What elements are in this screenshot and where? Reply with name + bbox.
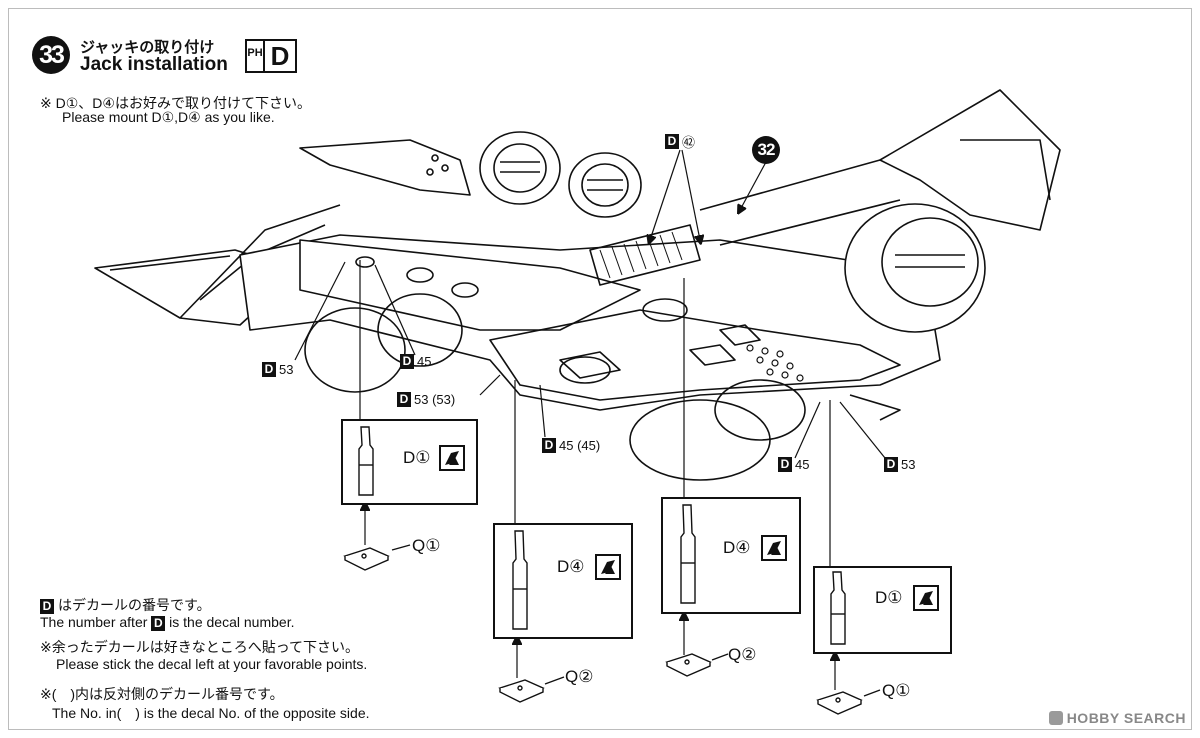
leftover-note-jp: ※余ったデカールは好きなところへ貼って下さい。 <box>40 639 360 655</box>
optional-note-jp: ※ D①、D④はお好みで取り付けて下さい。 <box>40 95 311 111</box>
watermark: HOBBY SEARCH <box>1048 710 1186 726</box>
callout-label: D④ <box>557 557 585 576</box>
step-title-jp: ジャッキの取り付け <box>80 39 215 56</box>
decal-sticker-icon <box>595 554 621 580</box>
callout-box-d4-right: D④ <box>661 497 801 614</box>
jack-part-drawing <box>680 504 696 604</box>
opposite-note-jp: ※( )内は反対側のデカール番号です。 <box>40 686 284 702</box>
watermark-logo-icon <box>1048 711 1063 725</box>
part-label-q2-left: Q② <box>565 667 594 686</box>
decal-sticker-icon <box>913 585 939 611</box>
opposite-note-en: The No. in( ) is the decal No. of the op… <box>52 705 370 721</box>
part-label-q1-left: Q① <box>412 536 441 555</box>
ph-label: PH <box>245 39 265 73</box>
jack-part-drawing <box>830 571 846 645</box>
part-label-q1-right: Q① <box>882 681 911 700</box>
callout-box-d1-left: D① <box>341 419 478 505</box>
jack-part-drawing <box>512 530 528 630</box>
callout-box-d4-left: D④ <box>493 523 633 639</box>
decal-sticker-icon <box>761 535 787 561</box>
step-number-badge: 33 <box>32 36 70 74</box>
callout-label: D④ <box>723 538 751 557</box>
optional-note-en: Please mount D①,D④ as you like. <box>62 109 275 125</box>
jack-part-drawing <box>358 426 374 496</box>
part-label-q2-right: Q② <box>728 645 757 664</box>
callout-label: D① <box>875 588 903 607</box>
d-label: D <box>265 39 297 73</box>
decal-note-en: The number after D is the decal number. <box>40 614 295 631</box>
page-frame <box>8 8 1192 730</box>
callout-box-d1-right: D① <box>813 566 952 654</box>
callout-label: D① <box>403 448 431 467</box>
decal-sticker-icon <box>439 445 465 471</box>
ref-step-badge: 32 <box>752 136 780 164</box>
step-title-en: Jack installation <box>80 54 228 75</box>
leftover-note-en: Please stick the decal left at your favo… <box>56 656 368 672</box>
